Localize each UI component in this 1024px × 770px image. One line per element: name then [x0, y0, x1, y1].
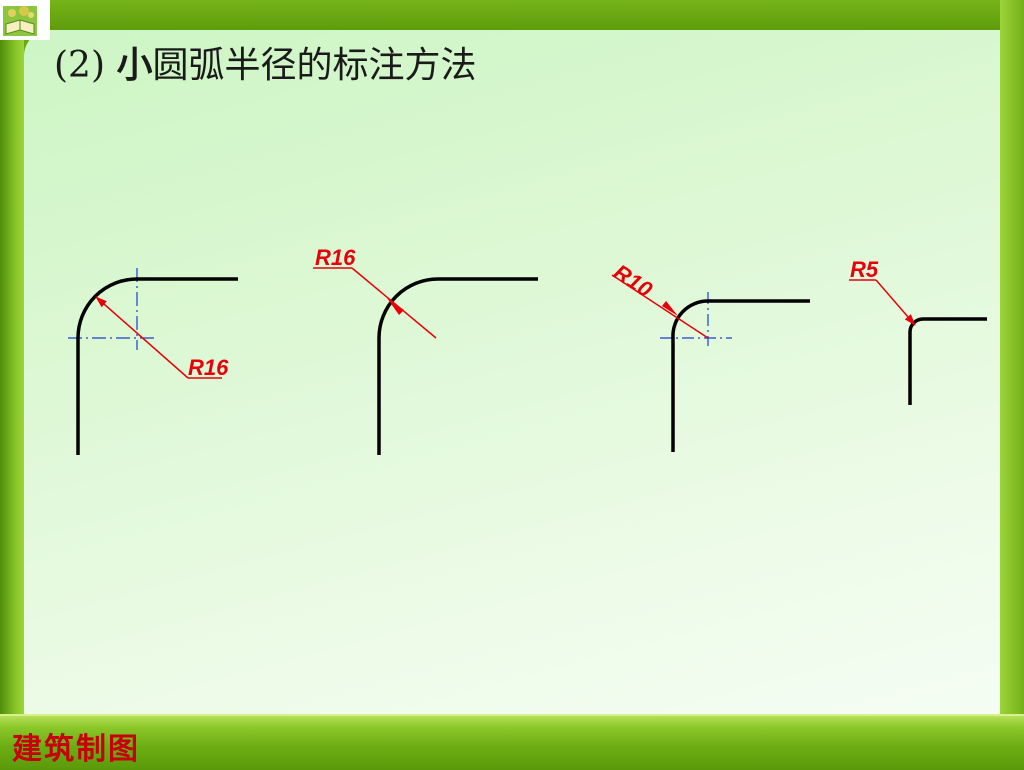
- bottom-bar: [0, 714, 1024, 770]
- fig1-label: R16: [188, 355, 229, 380]
- fig1-outline: [76, 277, 238, 455]
- fig3-outline: [671, 299, 810, 452]
- right-bar: [1000, 0, 1024, 716]
- title-prefix: (2): [54, 45, 117, 86]
- fig2-arrow: [387, 298, 404, 315]
- left-bar: [0, 0, 24, 716]
- book-icon: [0, 0, 50, 40]
- fig4-outline: [908, 317, 987, 405]
- content-panel: [24, 30, 1000, 714]
- fig2-outline: [377, 277, 538, 455]
- fig4-dimension-line: [875, 279, 916, 326]
- title-rest: 圆弧半径的标注方法: [152, 45, 477, 86]
- top-bar: [0, 0, 1024, 30]
- figure-2: R16: [313, 245, 538, 455]
- figure-1: R16: [68, 268, 238, 455]
- footer-label: 建筑制图: [12, 732, 140, 767]
- title-emphasis: 小: [116, 45, 153, 86]
- fig2-label: R16: [315, 245, 356, 270]
- fig3-label: R10: [609, 259, 657, 302]
- fig3-dimension-line: [611, 274, 709, 339]
- fig3-arrow: [662, 301, 678, 316]
- page-title: (2) 小圆弧半径的标注方法: [54, 36, 476, 88]
- fig1-dimension-line: [95, 296, 189, 379]
- figure-3: R10: [609, 259, 810, 452]
- figure-4: R5: [849, 257, 987, 405]
- fig4-label: R5: [850, 257, 879, 282]
